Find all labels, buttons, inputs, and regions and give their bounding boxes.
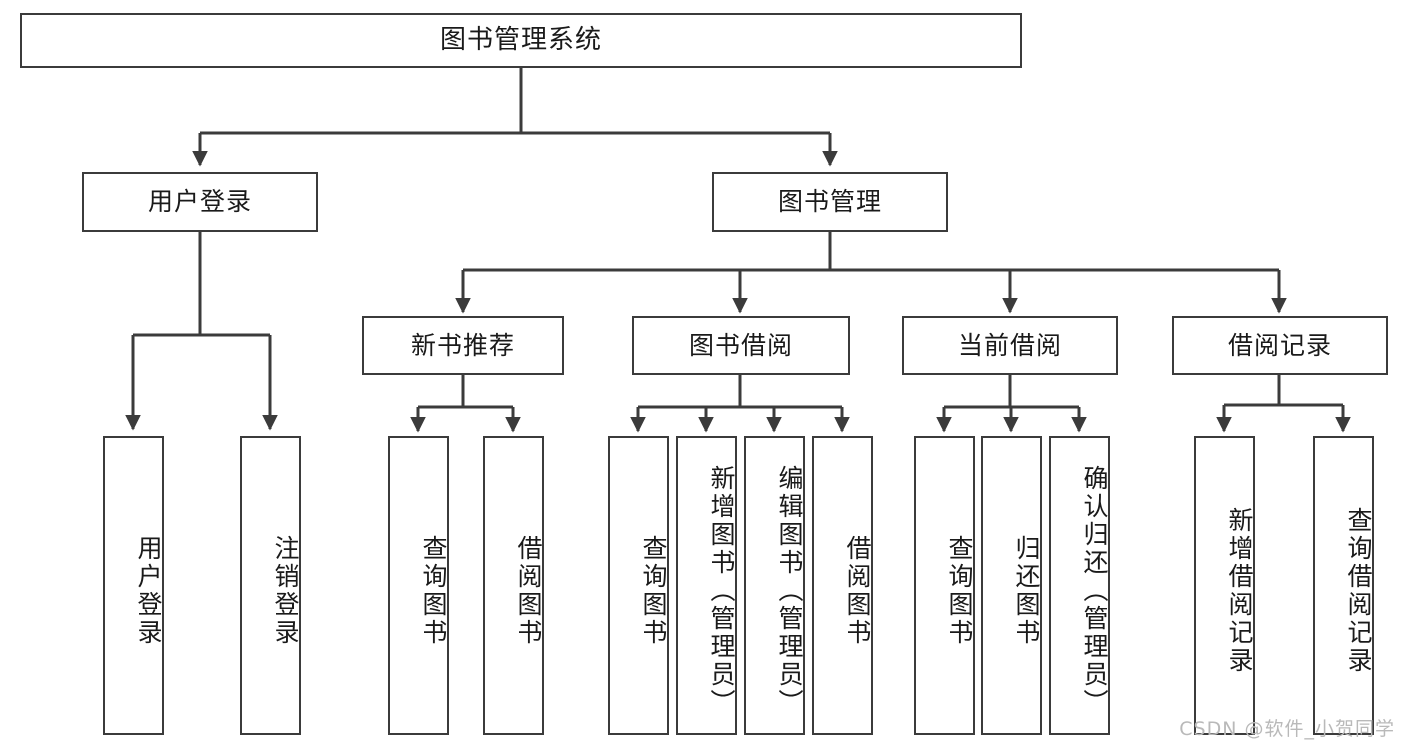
- node-book-borrow[interactable]: 图书借阅: [632, 316, 850, 375]
- node-label: 图书借阅: [688, 330, 793, 360]
- node-label: 借阅图书: [843, 534, 872, 647]
- leaf-user-login[interactable]: 用户登录: [103, 436, 164, 735]
- node-label: 借阅图书: [514, 534, 543, 647]
- node-label: 用户登录: [134, 534, 163, 647]
- node-label: 借阅记录: [1227, 330, 1332, 360]
- node-root-system[interactable]: 图书管理系统: [20, 13, 1022, 68]
- leaf-recommend-query-book[interactable]: 查询图书: [388, 436, 449, 735]
- node-label: 编辑图书（管理员）: [775, 464, 804, 717]
- node-label: 当前借阅: [957, 330, 1062, 360]
- leaf-record-query-record[interactable]: 查询借阅记录: [1313, 436, 1374, 735]
- node-label: 用户登录: [147, 187, 252, 217]
- leaf-current-confirm-return-admin[interactable]: 确认归还（管理员）: [1049, 436, 1110, 735]
- node-label: 新增借阅记录: [1225, 506, 1254, 675]
- node-new-book-recommend[interactable]: 新书推荐: [362, 316, 564, 375]
- leaf-borrow-query-book[interactable]: 查询图书: [608, 436, 669, 735]
- leaf-borrow-borrow-book[interactable]: 借阅图书: [812, 436, 873, 735]
- node-label: 归还图书: [1012, 534, 1041, 647]
- csdn-watermark: CSDN @软件_小贺同学: [1179, 718, 1395, 740]
- node-label: 新增图书（管理员）: [707, 464, 736, 717]
- leaf-borrow-edit-book-admin[interactable]: 编辑图书（管理员）: [744, 436, 805, 735]
- node-label: 确认归还（管理员）: [1080, 464, 1109, 717]
- node-label: 注销登录: [271, 534, 300, 647]
- node-borrow-record[interactable]: 借阅记录: [1172, 316, 1388, 375]
- node-book-management[interactable]: 图书管理: [712, 172, 948, 232]
- leaf-current-query-book[interactable]: 查询图书: [914, 436, 975, 735]
- node-label: 查询图书: [945, 534, 974, 647]
- leaf-borrow-add-book-admin[interactable]: 新增图书（管理员）: [676, 436, 737, 735]
- node-label: 查询图书: [639, 534, 668, 647]
- leaf-logout-login[interactable]: 注销登录: [240, 436, 301, 735]
- node-label: 新书推荐: [410, 330, 515, 360]
- leaf-current-return-book[interactable]: 归还图书: [981, 436, 1042, 735]
- leaf-recommend-borrow-book[interactable]: 借阅图书: [483, 436, 544, 735]
- node-label: 图书管理: [777, 187, 882, 217]
- node-user-login[interactable]: 用户登录: [82, 172, 318, 232]
- leaf-record-add-record[interactable]: 新增借阅记录: [1194, 436, 1255, 735]
- node-label: 查询图书: [419, 534, 448, 647]
- node-current-borrow[interactable]: 当前借阅: [902, 316, 1118, 375]
- node-label: 图书管理系统: [439, 25, 602, 56]
- node-label: 查询借阅记录: [1344, 506, 1373, 675]
